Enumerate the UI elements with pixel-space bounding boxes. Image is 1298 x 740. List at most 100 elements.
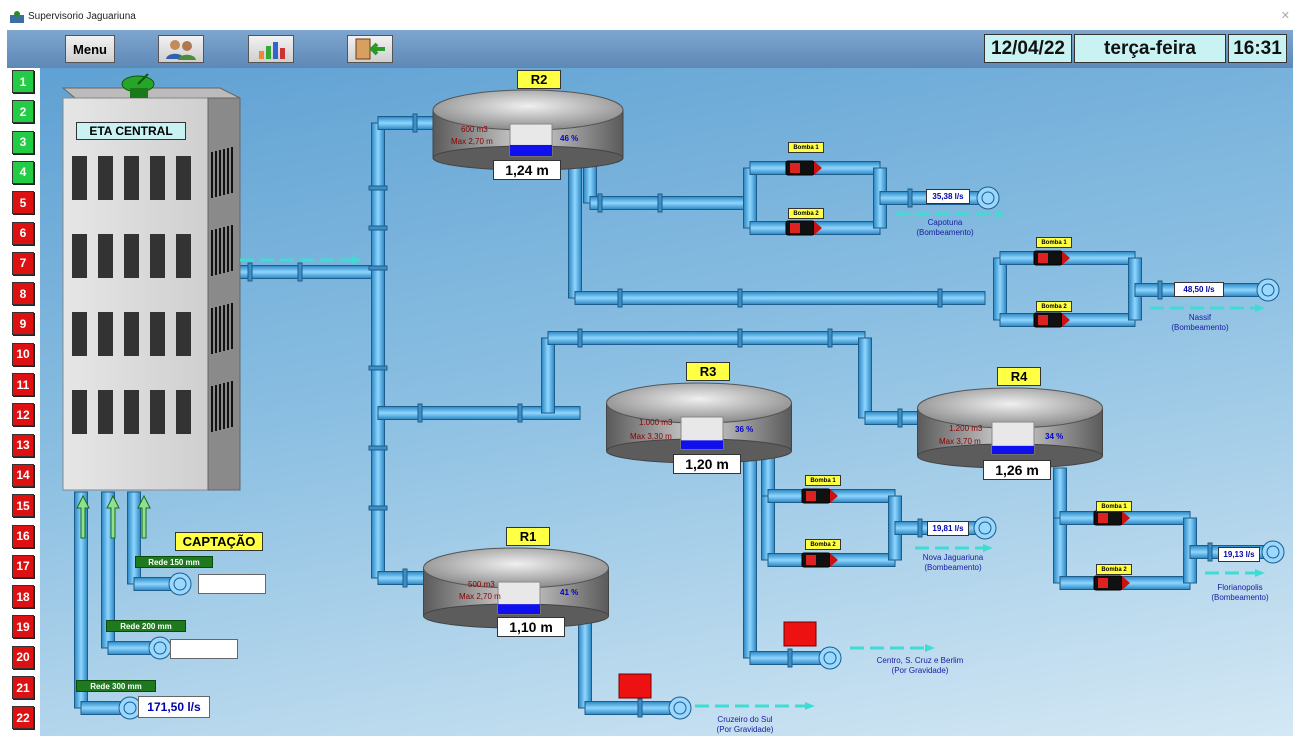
floria-bomba-1-label: Bomba 1 — [1096, 501, 1132, 512]
window-title: Supervisorio Jaguariuna — [28, 11, 136, 22]
pipe-flange — [517, 403, 523, 423]
sidebar-item-11[interactable]: 11 — [12, 373, 34, 396]
arrow-head-icon — [805, 702, 815, 710]
pipe-flange — [1207, 542, 1213, 562]
sidebar-item-1[interactable]: 1 — [12, 70, 34, 93]
r4-level: 1,26 m — [983, 460, 1051, 480]
pipe-flange — [402, 568, 408, 588]
r1-tank[interactable] — [423, 547, 609, 629]
sidebar-item-13[interactable]: 13 — [12, 433, 34, 457]
building-window — [124, 234, 139, 278]
r4-tank[interactable] — [917, 387, 1103, 469]
time-display: 16:31 — [1228, 34, 1287, 63]
intake-arrow-icon — [76, 494, 90, 539]
sidebar-item-12[interactable]: 12 — [12, 403, 34, 427]
sidebar-item-3[interactable]: 3 — [12, 130, 34, 154]
nova-flow: 19,81 l/s — [927, 521, 969, 536]
r3-tank[interactable] — [606, 382, 792, 464]
sidebar-item-16[interactable]: 16 — [12, 524, 34, 548]
sidebar-item-20[interactable]: 20 — [12, 645, 34, 669]
sidebar-item-15[interactable]: 15 — [12, 494, 34, 518]
pump-icon[interactable] — [785, 160, 822, 176]
pipe-flange — [417, 403, 423, 423]
eta-building — [61, 73, 241, 491]
building-window — [124, 312, 139, 356]
arrow-head-icon — [925, 644, 935, 652]
sidebar-item-18[interactable]: 18 — [12, 585, 34, 609]
sidebar-item-9[interactable]: 9 — [12, 312, 34, 336]
nassif-name: Nassif — [1188, 313, 1212, 322]
capotuna-name: Capotuna — [927, 218, 963, 227]
sidebar-item-2[interactable]: 2 — [12, 100, 34, 124]
pipe-flange — [1157, 280, 1163, 300]
sidebar-item-4[interactable]: 4 — [12, 160, 34, 184]
pipe-segment — [993, 257, 1007, 321]
r3-percent: 36 % — [735, 425, 754, 434]
close-icon[interactable]: ✕ — [1280, 10, 1290, 22]
r2-tank[interactable] — [432, 89, 624, 171]
sidebar-item-21[interactable]: 21 — [12, 676, 34, 699]
r1-max: Max 2,70 m — [459, 592, 501, 601]
pump-icon[interactable] — [801, 488, 838, 504]
sidebar-item-8[interactable]: 8 — [12, 282, 34, 306]
building-window — [98, 234, 113, 278]
flow-meter-head — [818, 646, 842, 670]
rede-150-label: Rede 150 mm — [135, 556, 213, 568]
pump-icon[interactable] — [801, 552, 838, 568]
flow-meter-head — [148, 636, 172, 660]
centro-name: Centro, S. Cruz e Berlim — [876, 656, 964, 665]
exit-button[interactable] — [347, 35, 393, 63]
floria-mode: (Bombeamento) — [1211, 593, 1269, 602]
pipe-flange — [787, 648, 793, 668]
building-window — [176, 312, 191, 356]
pipe-flange — [412, 113, 418, 133]
menu-button[interactable]: Menu — [65, 35, 115, 63]
pipe-segment — [541, 337, 555, 414]
r2-percent: 46 % — [560, 134, 579, 143]
r4-level-fill — [992, 445, 1034, 454]
sidebar-item-22[interactable]: 22 — [12, 706, 34, 730]
nova-mode: (Bombeamento) — [924, 563, 982, 572]
chart-button[interactable] — [248, 35, 294, 63]
floria-bomba-2-label: Bomba 2 — [1096, 564, 1132, 575]
r3-name: R3 — [686, 362, 730, 381]
floria-flow: 19,13 l/s — [1218, 547, 1260, 562]
nassif-bomba-2-label: Bomba 2 — [1036, 301, 1072, 312]
building-window — [150, 312, 165, 356]
scada-diagram: ETA CENTRAL CAPTAÇÃO Rede 150 mm Rede 20… — [40, 68, 1293, 736]
sidebar-item-19[interactable]: 19 — [12, 615, 34, 639]
pump-icon[interactable] — [785, 220, 822, 236]
sidebar-item-17[interactable]: 17 — [12, 554, 34, 578]
pump-icon[interactable] — [1033, 250, 1070, 266]
building-window — [72, 312, 87, 356]
flow-meter-head — [168, 572, 192, 596]
r1-level: 1,10 m — [497, 617, 565, 637]
pipe-flange — [937, 288, 943, 308]
captacao-label: CAPTAÇÃO — [175, 532, 263, 551]
pump-icon[interactable] — [1093, 575, 1130, 591]
capotuna-bomba-2-label: Bomba 2 — [788, 208, 824, 219]
intake-arrow-icon — [137, 494, 151, 539]
sidebar-item-7[interactable]: 7 — [12, 251, 34, 275]
sidebar-item-5[interactable]: 5 — [12, 191, 34, 215]
users-button[interactable] — [158, 35, 204, 63]
pipe-flange — [907, 188, 913, 208]
rede-300-label: Rede 300 mm — [76, 680, 156, 692]
pump-icon[interactable] — [1033, 312, 1070, 328]
pipe-flange — [637, 698, 643, 718]
nassif-bomba-1-label: Bomba 1 — [1036, 237, 1072, 248]
pipe-flange — [297, 262, 303, 282]
pipe-flange — [577, 328, 583, 348]
centro-mode: (Por Gravidade) — [891, 666, 949, 675]
sidebar-item-14[interactable]: 14 — [12, 463, 34, 487]
building-window — [98, 156, 113, 200]
cruzeiro-name: Cruzeiro do Sul — [717, 715, 773, 724]
sidebar-item-10[interactable]: 10 — [12, 342, 34, 366]
nova-bomba-2-label: Bomba 2 — [805, 539, 841, 550]
building-window — [72, 390, 87, 434]
cruzeiro-destination: Cruzeiro do Sul(Por Gravidade) — [700, 715, 790, 735]
r1-level-fill — [498, 604, 540, 614]
sidebar-item-6[interactable]: 6 — [12, 221, 34, 245]
